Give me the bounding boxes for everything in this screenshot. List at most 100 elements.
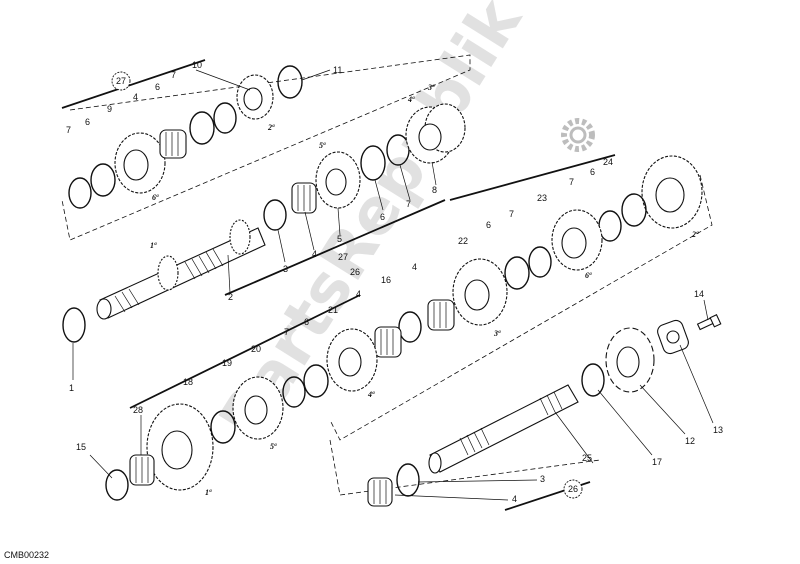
gear-second-right (641, 155, 703, 229)
circlip-7-top (68, 177, 92, 209)
callout-3-lower: 3 (540, 474, 545, 484)
assembly-frames (61, 54, 713, 511)
main-shaft-parts (62, 103, 466, 343)
gear-second-top (236, 74, 274, 120)
washer-6-countershaft (504, 256, 530, 290)
callout-6-left: 6 (304, 317, 309, 327)
needle-bearing-26 (374, 326, 402, 358)
callout-21: 21 (328, 305, 338, 315)
gear-sixth-top (114, 132, 166, 194)
callout-28: 28 (133, 405, 143, 415)
badge-27: 27 (111, 71, 131, 91)
washer-15 (105, 469, 129, 501)
callout-9: 9 (107, 104, 112, 114)
gear-label-third-middle: 3ª (493, 329, 501, 338)
callout-6-right: 6 (590, 167, 595, 177)
gear-third-fourth-cluster (405, 103, 466, 164)
countershaft-parts (105, 155, 703, 501)
reference-badges: 27 26 (111, 71, 583, 499)
callout-4-right: 4 (412, 262, 417, 272)
washer-1 (62, 307, 86, 343)
callout-26: 26 (350, 267, 360, 277)
washer-6-middle (360, 145, 386, 181)
gear-label-fourth-top: 4ª (407, 95, 415, 104)
leader-lines (72, 69, 714, 501)
callout-7-right: 7 (569, 177, 574, 187)
guide-line-left (129, 294, 361, 409)
gear-label-first-lower: 1ª (205, 488, 212, 497)
gear-sixth-right (551, 209, 603, 271)
guide-line-top (61, 59, 206, 109)
callout-3: 3 (283, 264, 288, 274)
callout-12: 12 (685, 436, 695, 446)
guide-line-middle (224, 199, 446, 296)
callout-1: 1 (69, 383, 74, 393)
callout-23: 23 (537, 193, 547, 203)
watermark-gear-icon (561, 118, 595, 152)
svg-text:27: 27 (116, 76, 126, 86)
callout-5: 5 (337, 234, 342, 244)
frame-upper-group (61, 54, 471, 241)
callout-4-middle: 4 (312, 249, 317, 259)
callout-7-left: 7 (284, 327, 289, 337)
callout-14: 14 (694, 289, 704, 299)
needle-bearing-4-countershaft (427, 299, 455, 331)
badge-26: 26 (563, 479, 583, 499)
washer-16 (398, 311, 422, 343)
gear-label-fifth-lower: 5ª (270, 442, 277, 451)
washer-3-upper (263, 199, 287, 231)
callout-27: 27 (338, 252, 348, 262)
guide-line-right (449, 154, 616, 201)
needle-bearing-4-lower (367, 477, 393, 507)
callout-6-top: 6 (155, 82, 160, 92)
gear-label-sixth-top: 6ª (152, 193, 159, 202)
gear-label-second-top: 2ª (267, 123, 275, 132)
circlip-7-countershaft (528, 246, 552, 278)
callouts: 1 2 3 3 4 4 4 4 4 5 6 6 6 6 6 6 7 7 7 7 … (66, 60, 723, 504)
retaining-plate-13 (657, 319, 689, 355)
gear-fifth-upper (315, 151, 361, 209)
gear-label-second-right: 2ª (691, 230, 699, 239)
callout-6-top-left: 6 (85, 117, 90, 127)
gear-fifth-lower (232, 376, 284, 440)
callout-13: 13 (713, 425, 723, 435)
washer-6-upper (189, 111, 215, 145)
frame-lower-group (329, 439, 601, 496)
callout-8: 8 (432, 185, 437, 195)
lower-parts (367, 314, 722, 507)
callout-11: 11 (333, 65, 342, 75)
gear-label-sixth-right: 6ª (585, 271, 592, 280)
gear-label-first-main: 1ª (150, 241, 157, 250)
upper-gear-group (68, 65, 303, 209)
callout-15: 15 (76, 442, 86, 452)
callout-2: 2 (228, 292, 233, 302)
bolt-14 (696, 314, 722, 331)
seal-17 (581, 363, 605, 397)
callout-7-top: 7 (171, 70, 176, 80)
gear-label-fourth-middle: 4ª (367, 390, 375, 399)
washer-11 (277, 65, 303, 99)
diagram-code: CMB00232 (4, 550, 49, 560)
washer-19 (210, 410, 236, 444)
washer-6-right (621, 193, 647, 227)
washer-6-left (303, 364, 329, 398)
gear-labels: 1ª 1ª 2ª 2ª 3ª 3ª 4ª 4ª 5ª 5ª 6ª 6ª (150, 83, 699, 497)
callout-6-countershaft: 6 (486, 220, 491, 230)
layshaft-lower (428, 384, 579, 474)
callout-18: 18 (183, 377, 193, 387)
callout-6-middle: 6 (380, 212, 385, 222)
gear-fourth-middle (326, 328, 378, 392)
callout-7-countershaft: 7 (509, 209, 514, 219)
gear-label-fifth-upper: 5ª (319, 141, 326, 150)
callout-25: 25 (582, 453, 592, 463)
main-shaft (96, 219, 266, 320)
callout-7-top-left: 7 (66, 125, 71, 135)
callout-10: 10 (192, 60, 202, 70)
svg-text:26: 26 (568, 484, 578, 494)
callout-7-middle: 7 (406, 199, 411, 209)
callout-19: 19 (222, 358, 232, 368)
gear-label-third-top: 3ª (427, 83, 435, 92)
sprocket-12 (605, 327, 655, 393)
washer-3-lower (396, 463, 420, 497)
